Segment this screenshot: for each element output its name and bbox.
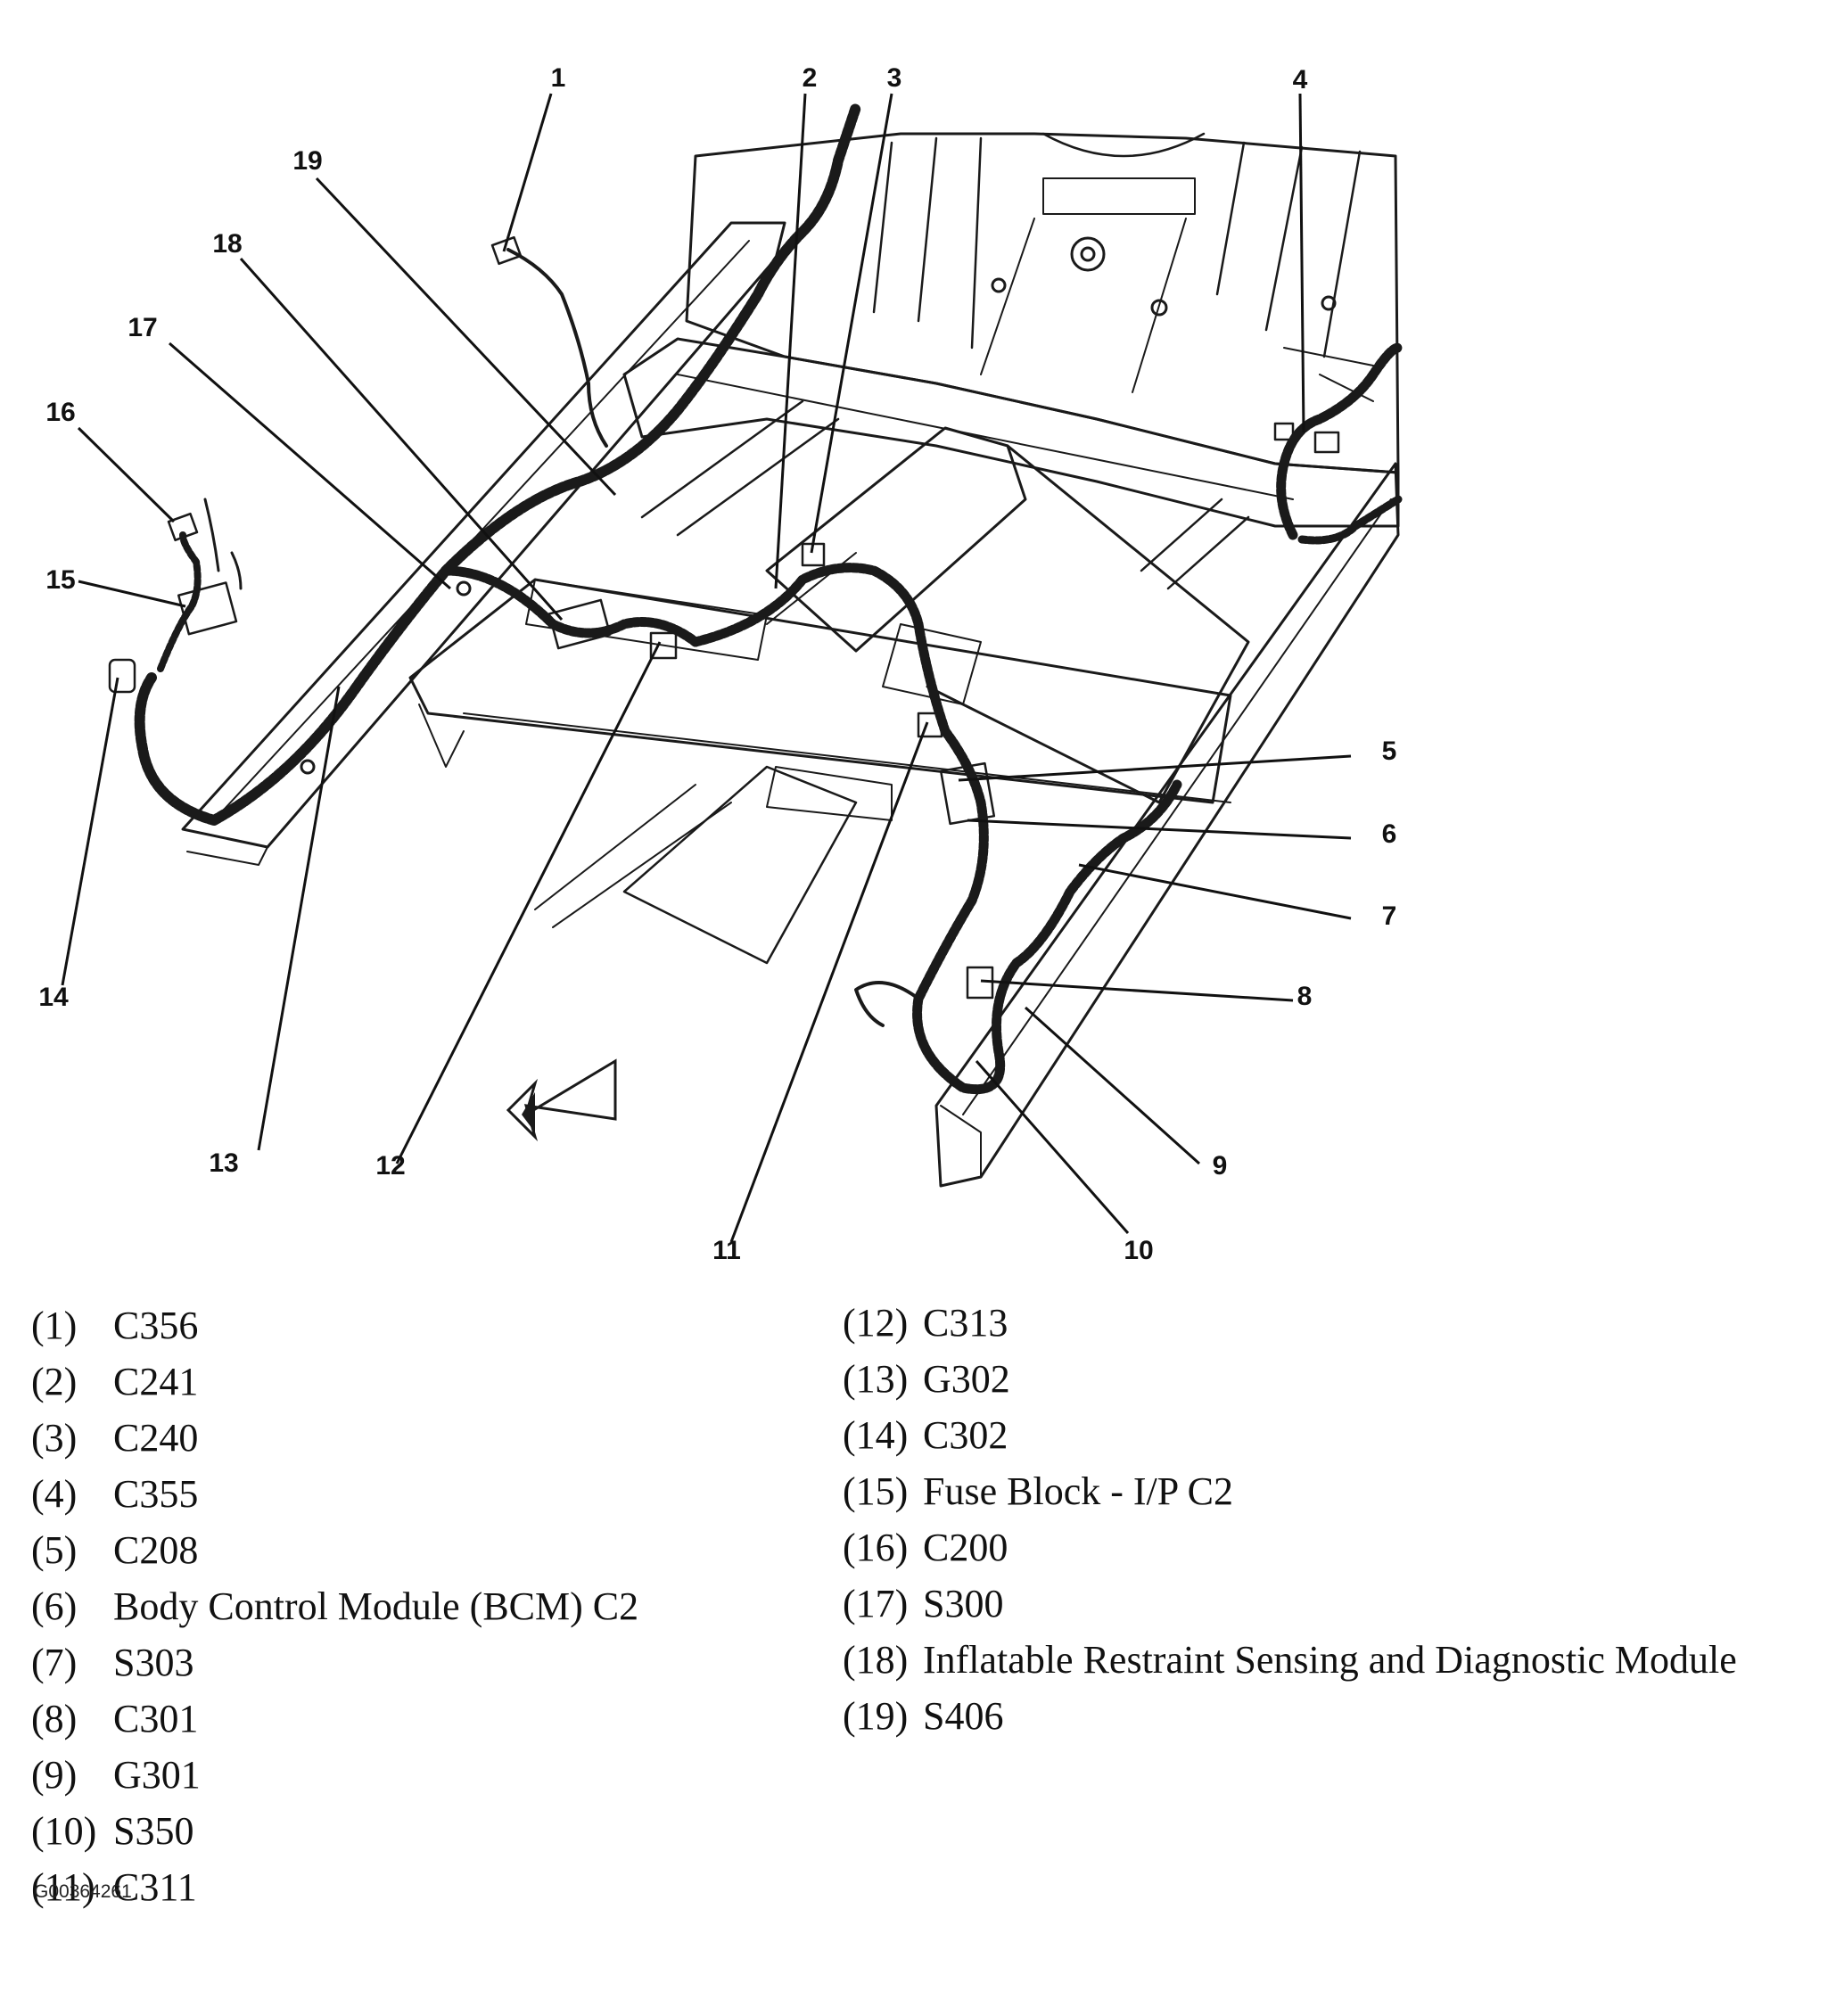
legend-item: (18)Inflatable Restraint Sensing and Dia…: [843, 1638, 1737, 1682]
legend-left-column: (1)C356 (2)C241 (3)C240 (4)C355 (5)C208 …: [31, 1297, 638, 1915]
forward-direction-arrow-icon: [506, 1058, 617, 1142]
front-cross-members: [408, 578, 1232, 821]
callout-7: 7: [1382, 901, 1397, 931]
callout-leader-lines: [61, 93, 1352, 1243]
vehicle-floor-wiring-illustration: 1 2 3 4 5 6 7 8 9 10 11 12 13 14 15 16 1…: [38, 63, 1404, 1265]
legend-item: (1)C356: [31, 1304, 199, 1347]
callout-5: 5: [1382, 736, 1397, 766]
wiring-harness: [134, 102, 1404, 1095]
legend-item: (12)C313: [843, 1301, 1008, 1345]
legend-item: (9)G301: [31, 1753, 201, 1797]
callout-16: 16: [45, 398, 75, 427]
callout-4: 4: [1293, 65, 1308, 95]
callout-3: 3: [887, 63, 902, 93]
callout-8: 8: [1297, 982, 1313, 1011]
legend-item: (19)S406: [843, 1694, 1004, 1738]
legend-item: (4)C355: [31, 1472, 199, 1516]
callout-10: 10: [1124, 1236, 1153, 1265]
callout-numbers: 1 2 3 4 5 6 7 8 9 10 11 12 13 14 15 16 1…: [38, 63, 1396, 1265]
legend-item: (16)C200: [843, 1526, 1008, 1569]
legend-item: (8)C301: [31, 1697, 199, 1740]
callout-9: 9: [1213, 1151, 1228, 1181]
left-rocker-sill: [181, 221, 786, 866]
callout-19: 19: [292, 146, 322, 176]
legend-item: (2)C241: [31, 1360, 199, 1403]
callout-14: 14: [38, 983, 69, 1012]
legend-right-column: (12)C313 (13)G302 (14)C302 (15)Fuse Bloc…: [843, 1295, 1737, 1744]
callout-12: 12: [375, 1151, 405, 1181]
legend-item: (15)Fuse Block - I/P C2: [843, 1469, 1233, 1513]
legend-item: (17)S300: [843, 1582, 1004, 1625]
callout-1: 1: [551, 63, 566, 93]
legend-item: (3)C240: [31, 1416, 199, 1460]
legend-item: (5)C208: [31, 1528, 199, 1572]
legend-item: (13)G302: [843, 1357, 1010, 1401]
center-tunnel: [534, 426, 1250, 965]
callout-17: 17: [128, 313, 157, 342]
callout-2: 2: [803, 63, 818, 93]
legend-item: (10)S350: [31, 1809, 194, 1853]
callout-6: 6: [1382, 819, 1397, 849]
legend-item: (14)C302: [843, 1413, 1008, 1457]
legend-item: (6)Body Control Module (BCM) C2: [31, 1584, 639, 1628]
figure-id: G00364261: [34, 1881, 132, 1902]
callout-11: 11: [712, 1236, 741, 1265]
callout-15: 15: [45, 565, 75, 595]
legend-item: (11)C311: [31, 1865, 197, 1909]
right-rocker-sill: [934, 462, 1400, 1188]
callout-18: 18: [212, 229, 242, 259]
callout-13: 13: [209, 1148, 238, 1178]
legend-item: (7)S303: [31, 1641, 194, 1684]
